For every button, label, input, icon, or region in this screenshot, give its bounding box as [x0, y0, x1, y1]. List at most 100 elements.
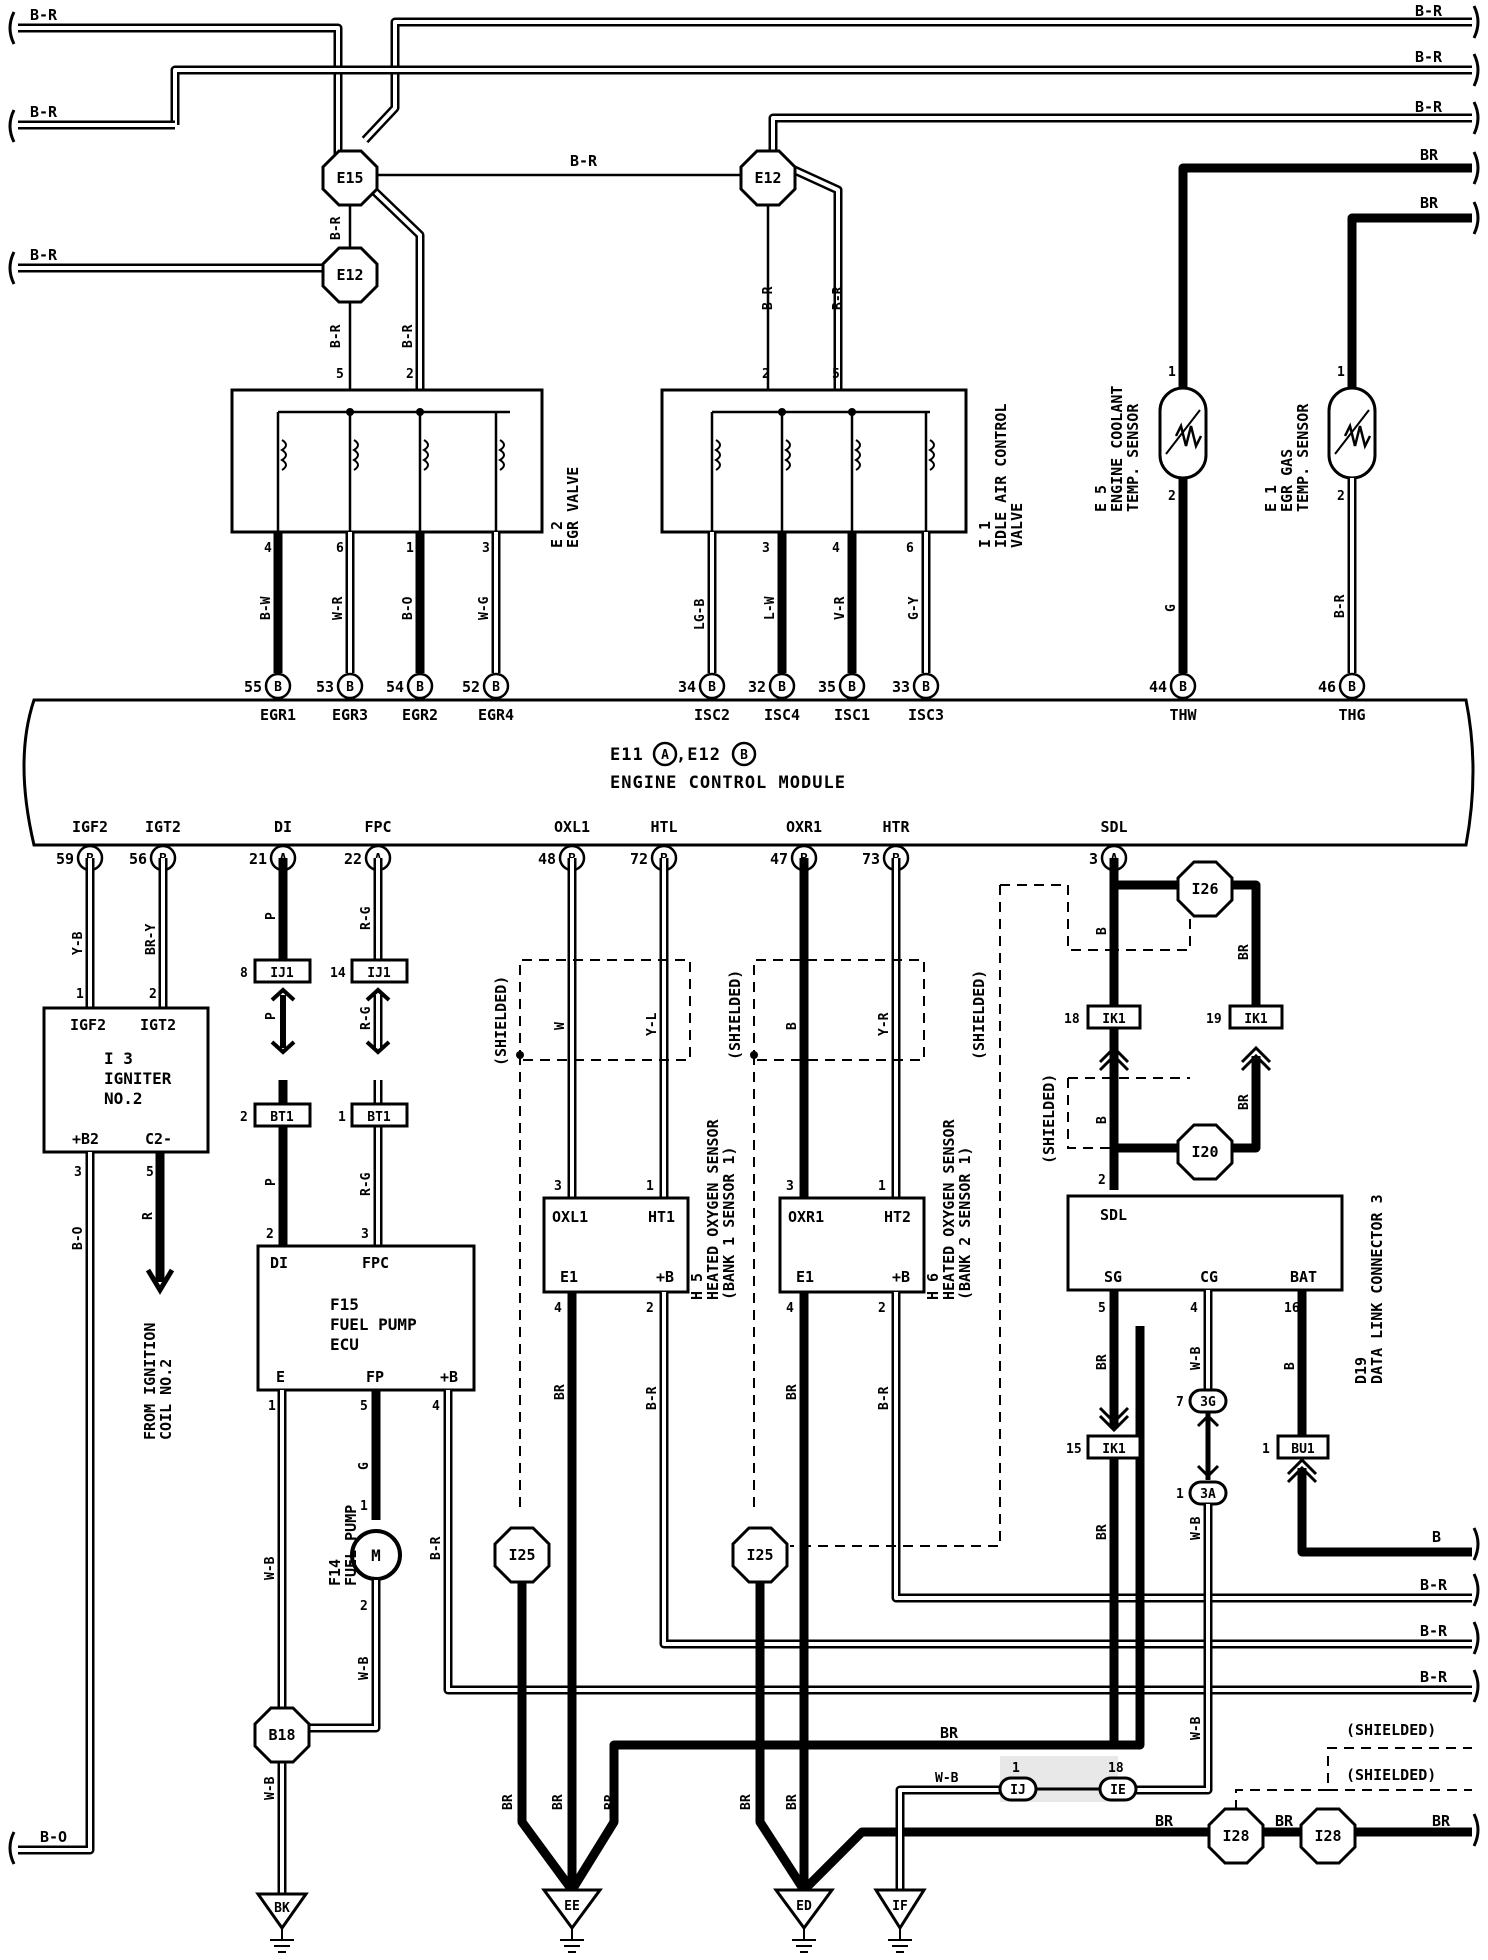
svg-text:E 5: E 5: [1092, 485, 1110, 512]
svg-text:R: R: [141, 1212, 156, 1220]
svg-text:I25: I25: [746, 1546, 773, 1564]
svg-text:IGF2: IGF2: [70, 1016, 106, 1034]
svg-text:IJ1: IJ1: [367, 966, 391, 981]
svg-text:E1: E1: [796, 1268, 814, 1286]
svg-text:W-G: W-G: [477, 596, 492, 620]
svg-text:+B: +B: [440, 1368, 458, 1386]
svg-text:(BANK 2 SENSOR 1): (BANK 2 SENSOR 1): [956, 1146, 974, 1300]
svg-text:1: 1: [878, 1179, 886, 1194]
ecm-terminal-conn: B: [1348, 680, 1356, 695]
svg-text:15: 15: [1066, 1442, 1082, 1457]
svg-text:BT1: BT1: [270, 1110, 294, 1125]
svg-text:BK: BK: [274, 1901, 290, 1916]
svg-text:3: 3: [786, 1179, 794, 1194]
svg-text:IK1: IK1: [1102, 1442, 1126, 1457]
ground-bk: BK: [255, 1892, 309, 1953]
splice-b18: B18: [253, 1706, 311, 1764]
wire-label-b-r: B-R: [831, 286, 846, 310]
connector-ie: IE 18: [1098, 1761, 1138, 1802]
svg-text:4: 4: [832, 541, 840, 556]
svg-text:IF: IF: [892, 1899, 908, 1914]
connector-3g: 3G 7: [1176, 1388, 1228, 1414]
svg-text:B-O: B-O: [401, 596, 416, 620]
ecm-terminal-isc1: [838, 672, 866, 700]
svg-text:Y-R: Y-R: [877, 1012, 892, 1036]
bottom-right-connectors: IJ 1 IE 18 (SHIELDED) (SHIELDED) I28 I28: [998, 1721, 1472, 1865]
egr-valve: 5 2 4 6 1 3 E 2 EGR VALVE: [230, 367, 582, 556]
ecm-terminal-pin: 22: [344, 850, 362, 868]
shielded-drain: (SHIELDED) (SHIELDED) (SHIELDED) (SHIELD…: [492, 884, 1068, 1547]
svg-text:FP: FP: [366, 1368, 384, 1386]
ecm-terminal-name: EGR4: [478, 706, 514, 724]
svg-text:B-O: B-O: [40, 1828, 67, 1846]
svg-text:1: 1: [360, 1499, 368, 1514]
ground-paths: BR BR BR BR BR BR BR BR BR I25 I25: [493, 1326, 1472, 1895]
ecm-terminal-name: IGT2: [145, 818, 181, 836]
svg-text:18: 18: [1064, 1012, 1080, 1027]
svg-text:1: 1: [268, 1399, 276, 1414]
svg-text:4: 4: [432, 1399, 440, 1414]
svg-text:IE: IE: [1110, 1783, 1126, 1798]
svg-text:I28: I28: [1222, 1827, 1249, 1845]
svg-text:(SHIELDED): (SHIELDED): [1346, 1766, 1436, 1784]
svg-text:BR: BR: [501, 1794, 516, 1810]
iac-valve-id: I 1: [976, 521, 994, 548]
svg-text:I26: I26: [1191, 880, 1218, 898]
ecm-terminal-pin: 54: [386, 678, 404, 696]
svg-text:EGR GAS: EGR GAS: [1278, 449, 1296, 512]
ecm-terminal-pin: 48: [538, 850, 556, 868]
connector-ij: IJ 1: [998, 1761, 1038, 1802]
ecm-terminal-thw: [1169, 672, 1197, 700]
ecm-title: ENGINE CONTROL MODULE: [610, 773, 846, 793]
svg-text:R-G: R-G: [359, 1172, 374, 1196]
pin-3: 3: [482, 541, 490, 556]
svg-text:BR: BR: [1237, 1094, 1252, 1110]
svg-text:FUEL PUMP: FUEL PUMP: [330, 1315, 417, 1334]
svg-text:B: B: [1095, 1116, 1110, 1124]
top-wire-labels: B-R B-R B-R B-R B-R B-R BR BR B-R B-R B-…: [30, 2, 1443, 348]
svg-text:E1: E1: [560, 1268, 578, 1286]
svg-text:P: P: [264, 1012, 279, 1020]
svg-text:+B: +B: [892, 1268, 910, 1286]
svg-text:W-B: W-B: [1189, 1516, 1204, 1540]
ecm-terminal-egr2: [406, 672, 434, 700]
svg-text:W: W: [553, 1022, 568, 1030]
svg-text:4: 4: [786, 1301, 794, 1316]
ecm-terminal-name: OXL1: [554, 818, 590, 836]
ecm-terminal-pin: 35: [818, 678, 836, 696]
svg-text:2: 2: [240, 1110, 248, 1125]
ecm-terminal-pin: 46: [1318, 678, 1336, 696]
svg-text:B-R: B-R: [429, 1536, 444, 1560]
svg-text:B-O: B-O: [71, 1226, 86, 1250]
svg-text:OXR1: OXR1: [788, 1208, 824, 1226]
svg-text:6: 6: [906, 541, 914, 556]
svg-text:CG: CG: [1200, 1268, 1218, 1286]
svg-text:W-B: W-B: [1189, 1346, 1204, 1370]
svg-text:4: 4: [554, 1301, 562, 1316]
svg-text:C2-: C2-: [145, 1130, 172, 1148]
ecm-terminal-name: ISC1: [834, 706, 870, 724]
svg-text:B-R: B-R: [877, 1386, 892, 1410]
svg-text:BR-Y: BR-Y: [144, 924, 159, 955]
ecm-terminal-name: DI: [274, 818, 292, 836]
ecm-terminal-name: THG: [1338, 706, 1365, 724]
svg-text:FROM IGNITION: FROM IGNITION: [141, 1323, 159, 1440]
pin-5: 5: [336, 367, 344, 382]
svg-text:BAT: BAT: [1290, 1268, 1317, 1286]
svg-text:BR: BR: [785, 1794, 800, 1810]
svg-text:(SHIELDED): (SHIELDED): [1040, 1074, 1058, 1164]
svg-text:W-B: W-B: [263, 1556, 278, 1580]
splice-i26: I26: [1176, 860, 1234, 918]
splice-i25: I25: [493, 1526, 551, 1584]
svg-text:ED: ED: [796, 1899, 812, 1914]
ecm-terminal-pin: 73: [862, 850, 880, 868]
ecm-terminal-name: ISC4: [764, 706, 800, 724]
svg-text:B18: B18: [268, 1726, 295, 1744]
svg-text:ENGINE COOLANT: ENGINE COOLANT: [1108, 386, 1126, 512]
pin-4: 4: [264, 541, 272, 556]
wire-label-br: BR: [1420, 146, 1439, 164]
svg-text:5: 5: [832, 367, 840, 382]
ecm-terminal-isc4: [768, 672, 796, 700]
splice-i28: I28: [1207, 1807, 1265, 1865]
svg-text:TEMP. SENSOR: TEMP. SENSOR: [1124, 403, 1142, 512]
